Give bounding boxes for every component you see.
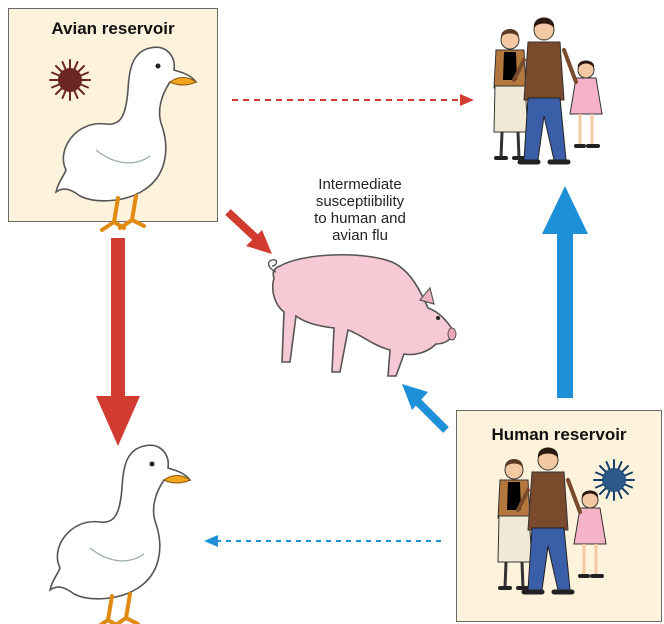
human-to-duck-dashed-arrow xyxy=(204,535,446,547)
avian-to-human-dashed-arrow xyxy=(232,94,474,106)
duck-icon xyxy=(50,445,190,624)
avian-to-duck-arrow xyxy=(96,238,140,446)
human-virus-icon xyxy=(594,460,634,500)
avian-to-pig-arrow xyxy=(228,212,272,254)
family-icon xyxy=(498,448,606,593)
avian-virus-icon xyxy=(50,60,90,100)
pig-icon xyxy=(269,255,456,376)
human-to-pig-arrow xyxy=(402,384,446,430)
human-reservoir-to-humans-arrow xyxy=(542,186,588,398)
family-icon xyxy=(494,18,602,163)
